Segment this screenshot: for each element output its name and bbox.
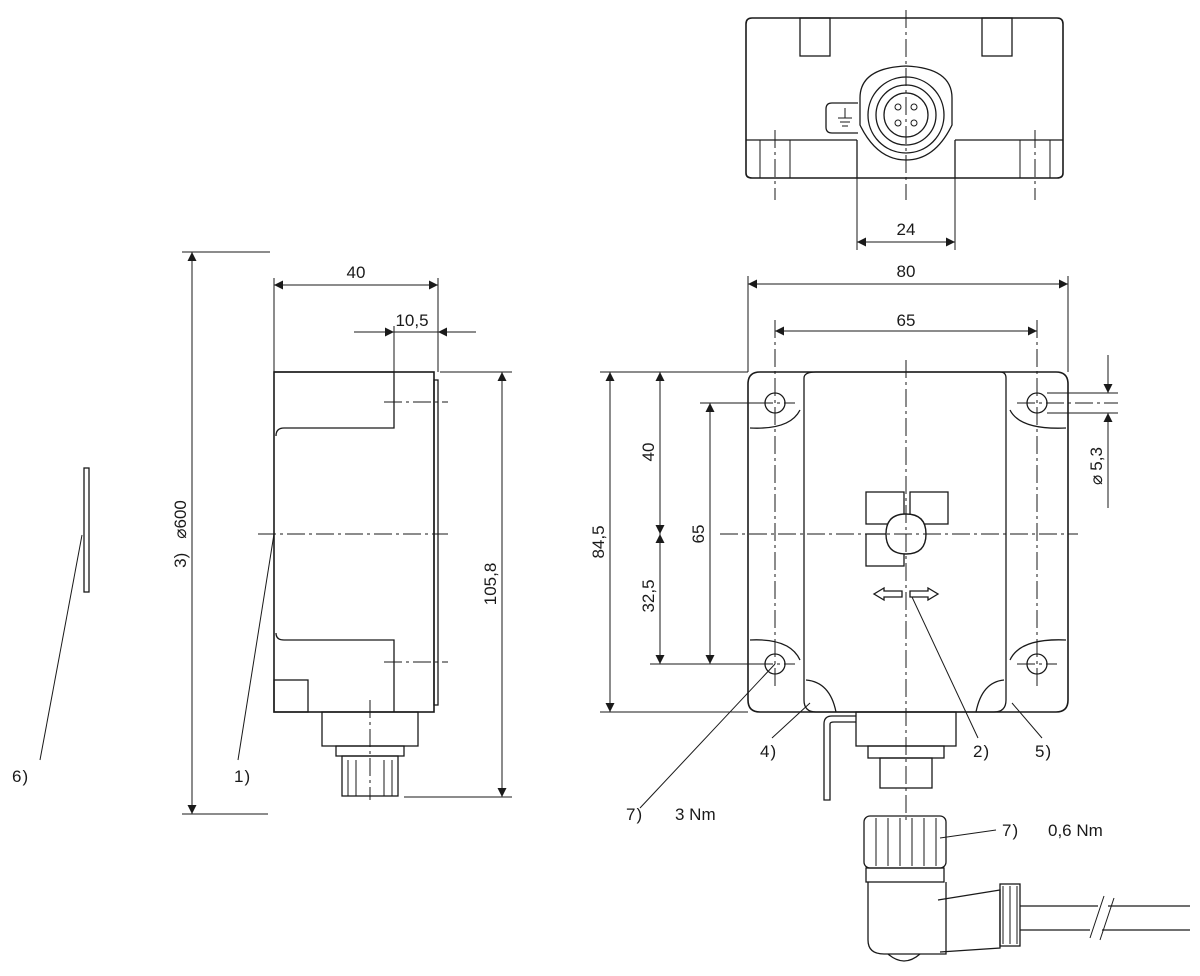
callout-7-housing: 7) [626,805,643,824]
hole-dia-value: 5,3 [1087,447,1106,471]
top-view: 24 [745,10,1064,250]
cable-connector: 7) 0,6 Nm [863,815,1190,962]
callout-5: 5) [1035,742,1052,761]
callout-2: 2) [973,742,990,761]
callout-4: 4) [760,742,777,761]
callout-7-connector: 7) [1002,821,1019,840]
torque-housing: 3 Nm [675,805,716,824]
callout-3: 3) [171,553,190,568]
hole-dia-symbol: ⌀ [1087,475,1106,485]
callout-6: 6) [12,767,29,786]
dim-hole-spacing-y: 65 [689,525,708,544]
ground-icon [838,108,852,127]
svg-text:3)⌀600: 3) ⌀600 [171,500,190,568]
torque-connector: 0,6 Nm [1048,821,1103,840]
side-view: 40 10,5 105,8 3) ⌀600 6) 1) [12,251,512,815]
front-view: 80 65 ⌀ 5,3 84,5 40 32,5 65 7) 3 Nm 4) [589,262,1118,824]
callout-1: 1) [234,767,251,786]
dim-upper-half: 40 [639,443,658,462]
dim-front-width: 80 [897,262,916,281]
svg-text:⌀5,3: ⌀ 5,3 [1087,447,1106,485]
dim-hole-spacing-x: 65 [897,311,916,330]
dim-lower-half: 32,5 [639,579,658,612]
dim-side-height: 105,8 [481,563,500,606]
dim-top-width: 24 [897,220,916,239]
dim-side-width: 40 [347,263,366,282]
range-dia-symbol: ⌀ [171,529,190,539]
dim-front-height: 84,5 [589,525,608,558]
dim-side-offset: 10,5 [395,311,428,330]
range-value: 600 [171,500,190,528]
